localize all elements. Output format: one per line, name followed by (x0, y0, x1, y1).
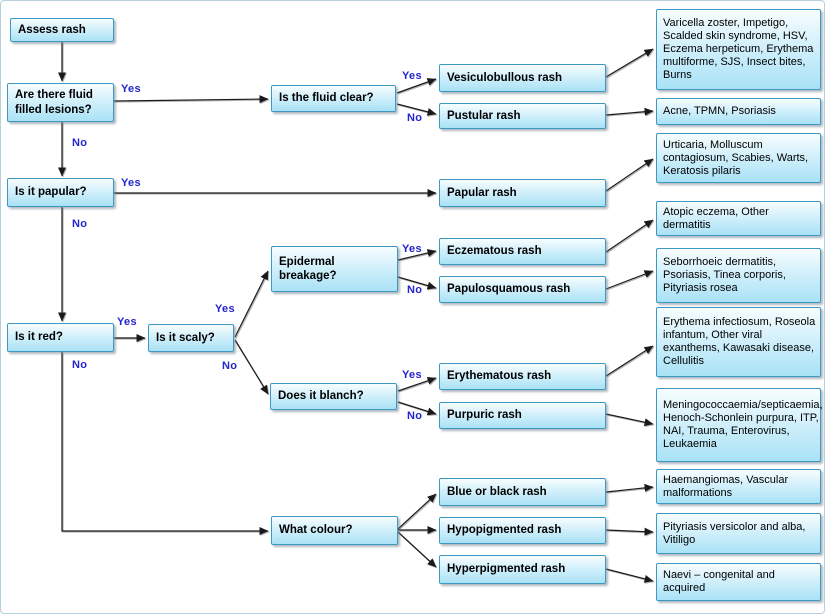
node-purpuric-rash: Purpuric rash (439, 402, 606, 429)
edge-label-yes-red: Yes (117, 316, 137, 328)
node-is-it-scaly-question: Is it scaly? (148, 324, 234, 352)
edge-label-yes-papular: Yes (121, 177, 141, 189)
node-papular-diagnoses: Urticaria, Molluscum contagiosum, Scabie… (656, 133, 821, 183)
edge-label-yes-epidermal: Yes (402, 243, 422, 255)
node-pustular-diagnoses: Acne, TPMN, Psoriasis (656, 98, 821, 125)
edge-label-no-scaly: No (222, 360, 238, 372)
edge-label-yes-blanch: Yes (402, 369, 422, 381)
node-erythematous-rash: Erythematous rash (439, 363, 606, 390)
edge-label-no-fluid-clear: No (407, 112, 423, 124)
edge-label-no-red: No (72, 359, 88, 371)
node-assess-rash: Assess rash (10, 18, 114, 42)
node-is-it-red-question: Is it red? (7, 323, 114, 352)
node-papular-rash: Papular rash (439, 179, 606, 207)
node-vesiculobullous-rash: Vesiculobullous rash (439, 64, 606, 92)
edge-label-no-blanch: No (407, 410, 423, 422)
node-hyperpigmented-diagnoses: Naevi – congenital and acquired (656, 563, 821, 601)
node-blue-or-black-rash: Blue or black rash (439, 478, 606, 506)
node-erythematous-diagnoses: Erythema infectiosum, Roseola infantum, … (656, 307, 821, 377)
node-papulosquamous-rash: Papulosquamous rash (439, 276, 606, 303)
node-what-colour-question: What colour? (271, 516, 398, 545)
node-is-it-papular-question: Is it papular? (7, 178, 114, 207)
edge-label-no-epidermal: No (407, 284, 423, 296)
node-eczematous-diagnoses: Atopic eczema, Other dermatitis (656, 201, 821, 236)
node-hypopigmented-diagnoses: Pityriasis versicolor and alba, Vitiligo (656, 513, 821, 554)
node-papulosquamous-diagnoses: Seborrhoeic dermatitis, Psoriasis, Tinea… (656, 248, 821, 303)
node-eczematous-rash: Eczematous rash (439, 238, 606, 265)
node-blue-black-diagnoses: Haemangiomas, Vascular malformations (656, 469, 821, 504)
node-purpuric-diagnoses: Meningococcaemia/septicaemia, Henoch-Sch… (656, 388, 823, 462)
edge-label-no-fluid-lesions: No (72, 137, 88, 149)
node-pustular-rash: Pustular rash (439, 103, 606, 129)
node-vesiculobullous-diagnoses: Varicella zoster, Impetigo, Scalded skin… (656, 9, 821, 90)
node-hyperpigmented-rash: Hyperpigmented rash (439, 555, 606, 584)
edge-label-yes-fluid-clear: Yes (402, 70, 422, 82)
edge-label-no-papular: No (72, 218, 88, 230)
node-is-fluid-clear-question: Is the fluid clear? (271, 85, 396, 112)
edge-label-yes-scaly: Yes (215, 303, 235, 315)
node-fluid-filled-lesions-question: Are there fluid filled lesions? (7, 83, 114, 122)
node-epidermal-breakage-question: Epidermal breakage? (271, 246, 398, 292)
edge-label-yes-fluid-lesions: Yes (121, 83, 141, 95)
node-does-it-blanch-question: Does it blanch? (270, 383, 397, 410)
node-hypopigmented-rash: Hypopigmented rash (439, 517, 606, 544)
